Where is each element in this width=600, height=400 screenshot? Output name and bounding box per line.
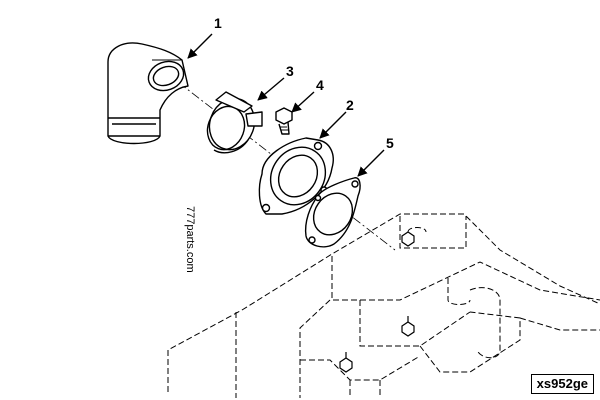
part-3-v-band-clamp xyxy=(206,91,263,154)
callout-5: 5 xyxy=(386,135,394,151)
callout-2: 2 xyxy=(346,97,354,113)
callout-3: 3 xyxy=(286,63,294,79)
part-4-capscrew xyxy=(275,107,293,135)
leader-1 xyxy=(187,33,213,59)
figure-id-label: xs952ge xyxy=(530,374,594,394)
engine-reference-outline xyxy=(167,213,600,398)
leader-2 xyxy=(319,111,347,139)
leader-3 xyxy=(257,77,285,101)
leader-5 xyxy=(357,149,385,177)
watermark-text: 777parts.com xyxy=(184,206,196,273)
part-1-elbow-connection xyxy=(107,42,189,145)
leader-arrows xyxy=(187,33,385,177)
part-5-gasket xyxy=(304,177,361,248)
part-2-flange-adapter xyxy=(258,137,334,215)
callout-1: 1 xyxy=(214,15,222,31)
assembly-centerline xyxy=(164,71,396,251)
manifold-bolt-heads xyxy=(339,231,415,373)
callout-4: 4 xyxy=(316,77,324,93)
leader-4 xyxy=(291,91,315,113)
